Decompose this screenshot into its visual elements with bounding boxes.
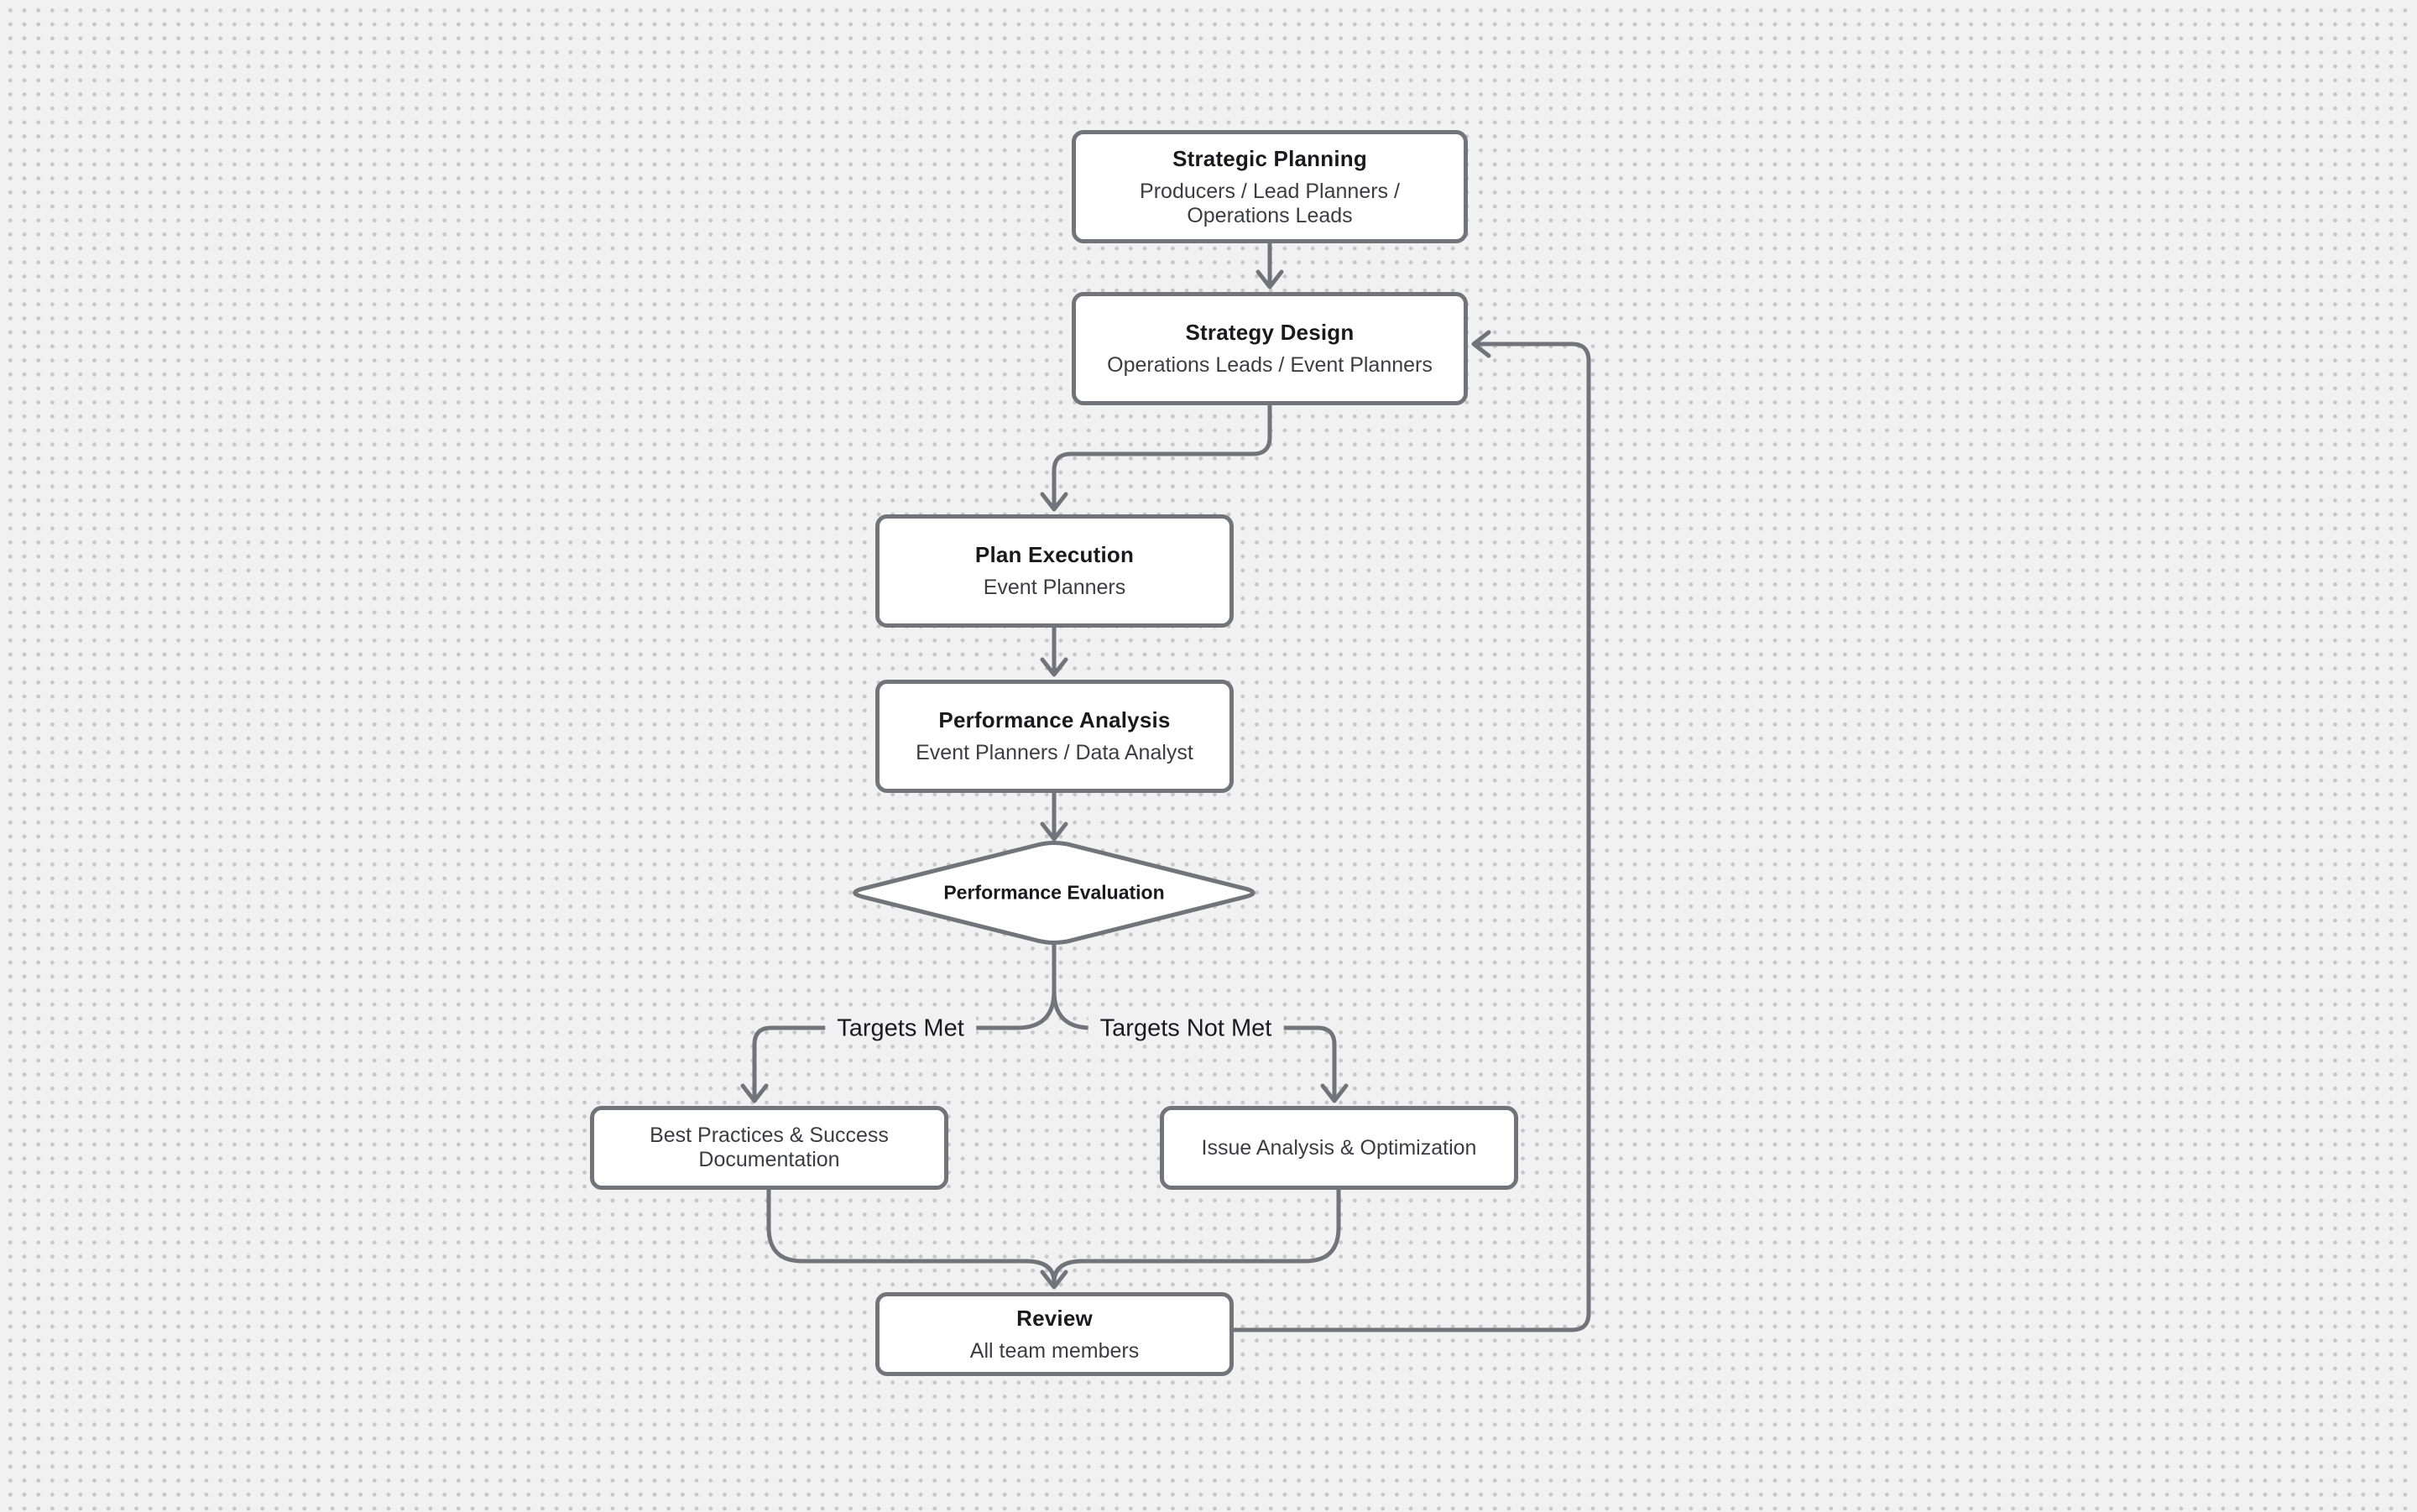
node-subtitle: Event Planners / Data Analyst: [916, 741, 1193, 764]
edge-label-targets-not-met[interactable]: Targets Not Met: [1088, 1013, 1284, 1045]
node-subtitle: Event Planners: [983, 576, 1126, 599]
arrowhead-merge-to-review: [1040, 1270, 1068, 1290]
arrowhead-targets-met: [740, 1083, 769, 1103]
node-subtitle: Operations Leads / Event Planners: [1107, 353, 1433, 377]
arrowhead-execution-to-analysis: [1040, 657, 1068, 677]
arrow-review-to-design-loop: [1231, 342, 1591, 1332]
node-title: Review: [1016, 1305, 1093, 1331]
arrow-design-to-execution: [1052, 403, 1272, 507]
node-title: Strategy Design: [1185, 320, 1355, 345]
node-review[interactable]: Review All team members: [875, 1292, 1234, 1376]
node-title: Plan Execution: [974, 542, 1135, 567]
node-text: Issue Analysis & Optimization: [1201, 1135, 1477, 1160]
arrow-targets-met: [752, 942, 1057, 1098]
arrow-issue-analysis-to-review: [1052, 1186, 1341, 1285]
arrowhead-targets-not-met: [1320, 1083, 1349, 1103]
node-title: Strategic Planning: [1172, 145, 1367, 171]
node-issue-analysis[interactable]: Issue Analysis & Optimization: [1160, 1106, 1518, 1190]
arrowhead-planning-to-design: [1255, 269, 1284, 289]
node-performance-analysis[interactable]: Performance Analysis Event Planners / Da…: [875, 680, 1234, 793]
node-best-practices[interactable]: Best Practices & Success Documentation: [590, 1106, 948, 1190]
node-subtitle: Producers / Lead Planners / Operations L…: [1140, 179, 1400, 227]
edge-label-targets-met[interactable]: Targets Met: [825, 1013, 976, 1045]
arrowhead-design-to-execution: [1040, 492, 1068, 512]
arrow-best-practices-to-review: [766, 1186, 1057, 1285]
node-performance-evaluation-label: Performance Evaluation: [943, 881, 1165, 904]
node-strategic-planning[interactable]: Strategic Planning Producers / Lead Plan…: [1072, 130, 1468, 243]
node-title: Performance Analysis: [938, 707, 1171, 733]
node-subtitle: All team members: [969, 1338, 1140, 1363]
performance-evaluation-diamond[interactable]: [853, 840, 1255, 946]
node-strategy-design[interactable]: Strategy Design Operations Leads / Event…: [1072, 292, 1468, 405]
node-text: Best Practices & Success Documentation: [650, 1124, 889, 1171]
node-plan-execution[interactable]: Plan Execution Event Planners: [875, 514, 1234, 628]
arrowhead-analysis-to-evaluation: [1040, 821, 1068, 842]
arrowhead-review-to-design: [1471, 330, 1491, 358]
